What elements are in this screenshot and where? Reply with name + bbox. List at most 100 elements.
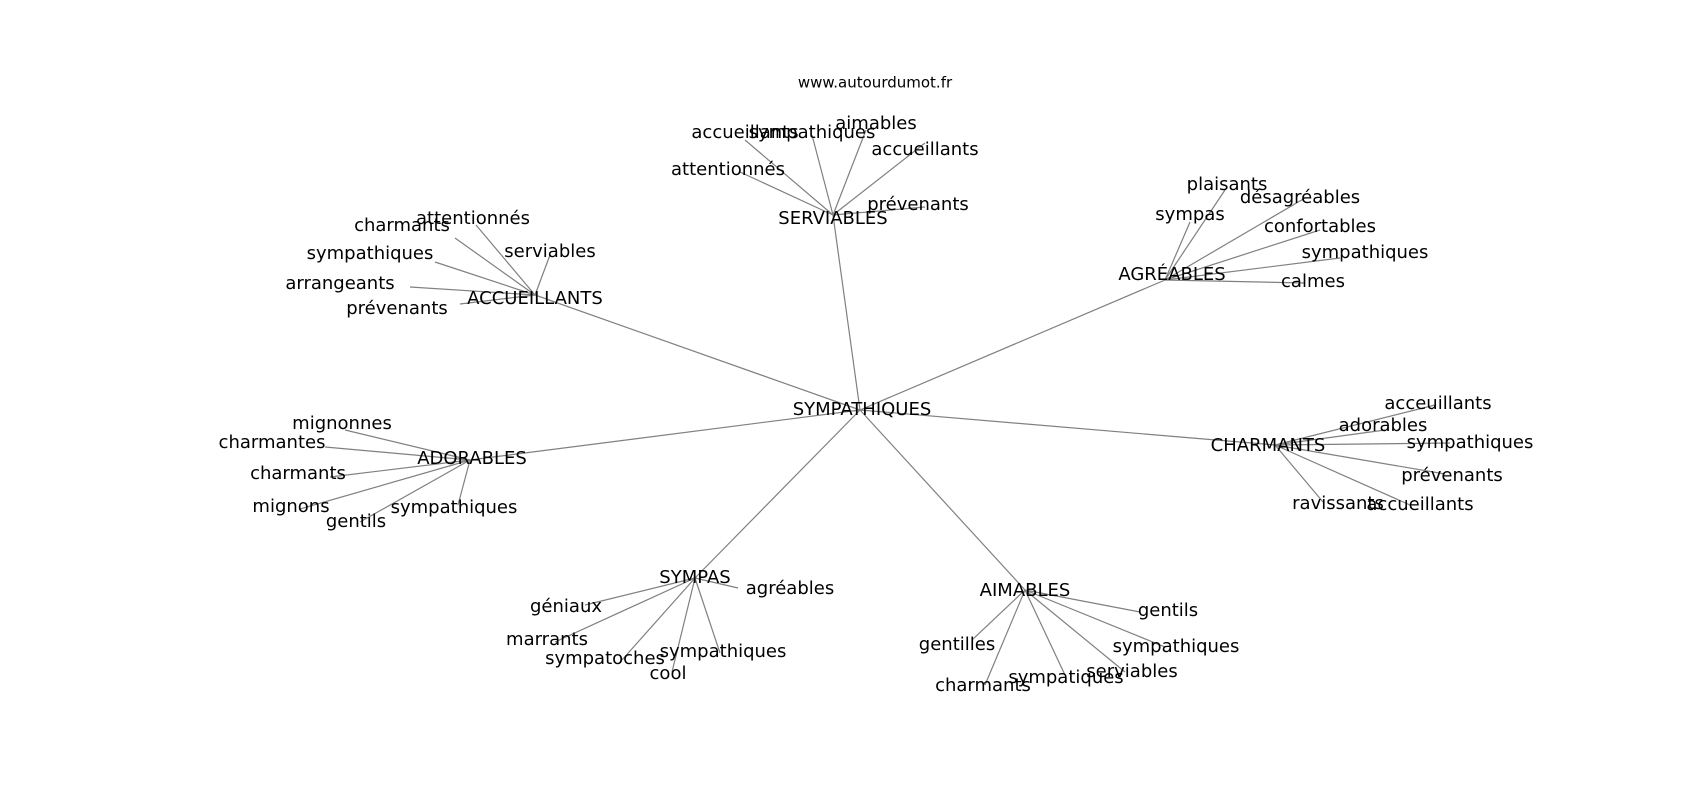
edge-center-to-serviables	[832, 214, 861, 411]
edge-center-to-sympas	[694, 409, 861, 579]
leaf-node-label[interactable]: sympatiques	[1008, 667, 1123, 688]
edge-agréables-leaf	[1164, 229, 1321, 281]
leaf-node-label[interactable]: prévenants	[867, 194, 969, 215]
edge-center-to-agréables	[859, 279, 1166, 411]
edge-aimables-leaf	[1024, 589, 1066, 676]
edge-serviables-leaf	[832, 129, 867, 216]
leaf-node-label[interactable]: sympatoches	[545, 648, 665, 669]
leaf-node-label[interactable]: sympathiques	[391, 497, 518, 518]
leaf-node-label[interactable]: confortables	[1264, 216, 1376, 237]
edge-aimables-leaf	[1024, 589, 1141, 613]
hub-node-label[interactable]: SERVIABLES	[778, 208, 887, 229]
leaf-node-label[interactable]: désagréables	[1240, 187, 1360, 208]
leaf-node-label[interactable]: serviables	[504, 241, 595, 262]
leaf-node-label[interactable]: agréables	[746, 578, 834, 599]
hub-node-label[interactable]: AIMABLES	[980, 580, 1071, 601]
leaf-node-label[interactable]: serviables	[1086, 661, 1177, 682]
leaf-node-label[interactable]: sympas	[1155, 204, 1224, 225]
leaf-node-label[interactable]: arrangeants	[285, 273, 394, 294]
edge-center-to-charmants	[859, 409, 1276, 446]
hub-node-label[interactable]: SYMPAS	[659, 567, 730, 588]
leaf-node-label[interactable]: adorables	[1339, 415, 1428, 436]
hub-node-label[interactable]: ADORABLES	[417, 448, 527, 469]
edge-charmants-leaf	[1274, 444, 1446, 475]
leaf-node-label[interactable]: sympathiques	[660, 641, 787, 662]
edge-serviables-leaf	[811, 134, 834, 216]
graph-edges	[299, 129, 1451, 686]
edge-aimables-leaf	[971, 589, 1026, 641]
leaf-node-label[interactable]: gentils	[326, 511, 386, 532]
leaf-node-label[interactable]: aimables	[835, 113, 916, 134]
leaf-node-label[interactable]: charmants	[935, 675, 1031, 696]
leaf-node-label[interactable]: sympathiques	[1407, 432, 1534, 453]
hub-node-label[interactable]: ACCUEILLANTS	[467, 288, 603, 309]
edge-accueillants-leaf	[475, 224, 536, 296]
leaf-node-label[interactable]: accueillants	[691, 122, 798, 143]
leaf-node-label[interactable]: accueillants	[871, 139, 978, 160]
edge-charmants-leaf	[1274, 444, 1324, 503]
edge-adorables-leaf	[344, 429, 471, 461]
leaf-node-label[interactable]: charmants	[354, 215, 450, 236]
leaf-node-label[interactable]: sympathiques	[749, 122, 876, 143]
graph-labels: www.autourdumot.fr SYMPATHIQUES SERVIABLE…	[219, 74, 1534, 697]
edge-center-to-aimables	[859, 409, 1026, 591]
edge-adorables-leaf	[329, 459, 471, 478]
leaf-node-label[interactable]: charmants	[250, 463, 346, 484]
leaf-node-label[interactable]: prévenants	[1401, 465, 1503, 486]
edge-center-to-accueillants	[534, 294, 861, 411]
edge-serviables-leaf	[832, 206, 926, 216]
edge-sympas-leaf	[671, 577, 696, 673]
edge-accueillants-leaf	[409, 286, 536, 296]
edge-accueillants-leaf	[454, 237, 536, 296]
edge-charmants-leaf	[1274, 444, 1411, 506]
edge-accueillants-leaf	[459, 294, 536, 305]
edge-agréables-leaf	[1164, 221, 1191, 281]
edge-accueillants-leaf	[434, 261, 536, 296]
edge-adorables-leaf	[359, 459, 471, 523]
edge-accueillants-leaf	[534, 254, 551, 296]
edge-agréables-leaf	[1164, 197, 1306, 281]
edge-center-to-adorables	[469, 409, 861, 461]
edge-adorables-leaf	[299, 459, 471, 510]
edge-aimables-leaf	[1024, 589, 1166, 648]
leaf-node-label[interactable]: mignons	[252, 496, 329, 517]
leaf-node-label[interactable]: prévenants	[346, 298, 448, 319]
edge-sympas-leaf	[554, 577, 696, 643]
edge-agréables-leaf	[1164, 257, 1341, 281]
leaf-node-label[interactable]: cool	[650, 663, 687, 684]
site-url: www.autourdumot.fr	[798, 74, 953, 92]
hub-node-label[interactable]: AGRÉABLES	[1118, 263, 1225, 285]
edge-serviables-leaf	[832, 142, 926, 216]
edge-sympas-leaf	[621, 577, 696, 661]
leaf-node-label[interactable]: acceuillants	[1384, 393, 1491, 414]
leaf-node-label[interactable]: gentils	[1138, 600, 1198, 621]
edge-sympas-leaf	[694, 577, 721, 654]
edge-charmants-leaf	[1274, 429, 1386, 446]
leaf-node-label[interactable]: attentionnés	[416, 208, 530, 229]
edge-agréables-leaf	[1164, 279, 1306, 284]
hub-node-label[interactable]: CHARMANTS	[1211, 435, 1326, 456]
leaf-node-label[interactable]: gentilles	[919, 634, 995, 655]
leaf-node-label[interactable]: attentionnés	[671, 159, 785, 180]
leaf-node-label[interactable]: géniaux	[530, 596, 602, 617]
edge-adorables-leaf	[324, 446, 471, 461]
edge-sympas-leaf	[584, 577, 696, 606]
leaf-node-label[interactable]: plaisants	[1187, 174, 1268, 195]
center-node-label[interactable]: SYMPATHIQUES	[793, 399, 932, 420]
leaf-node-label[interactable]: sympathiques	[1113, 636, 1240, 657]
edge-charmants-leaf	[1274, 404, 1436, 446]
edge-adorables-leaf	[457, 459, 471, 506]
leaf-node-label[interactable]: charmantes	[219, 432, 326, 453]
leaf-node-label[interactable]: accueillants	[1366, 494, 1473, 515]
edge-sympas-leaf	[694, 577, 739, 589]
edge-aimables-leaf	[1024, 589, 1126, 673]
leaf-node-label[interactable]: sympathiques	[1302, 242, 1429, 263]
leaf-node-label[interactable]: calmes	[1281, 271, 1345, 292]
leaf-node-label[interactable]: ravissants	[1292, 493, 1384, 514]
leaf-node-label[interactable]: mignonnes	[292, 413, 392, 434]
edge-aimables-leaf	[984, 589, 1026, 686]
leaf-node-label[interactable]: sympathiques	[307, 243, 434, 264]
leaf-node-label[interactable]: marrants	[506, 629, 588, 650]
edge-agréables-leaf	[1164, 189, 1226, 281]
